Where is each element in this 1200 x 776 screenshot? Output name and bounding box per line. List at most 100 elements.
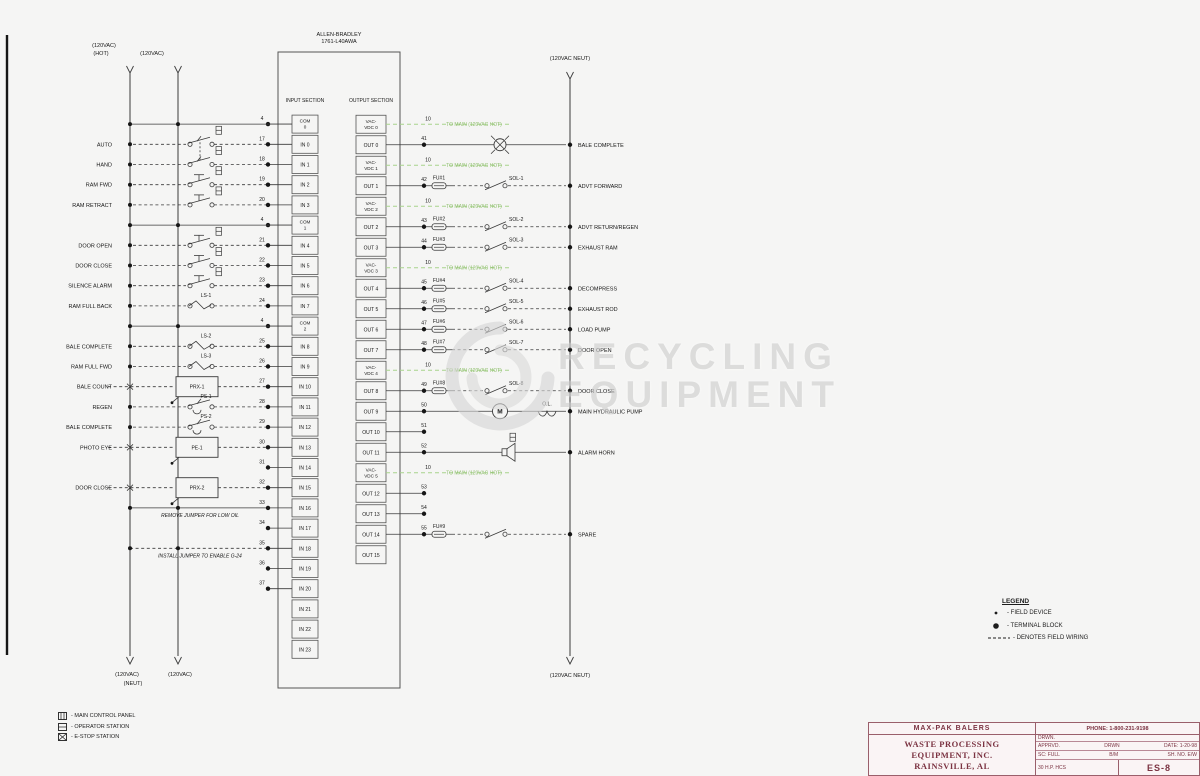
terminal-name: OUT 9: [364, 409, 379, 415]
contact-terminal: [209, 303, 215, 309]
field-legend: LEGEND - FIELD DEVICE - TERMINAL BLOCK -…: [988, 598, 1088, 647]
drawing-number: ES-8: [1118, 760, 1199, 775]
terminal-block-dot: [265, 586, 271, 591]
terminal-name: OUT 13: [362, 512, 380, 518]
input-label: DOOR CLOSE: [75, 486, 112, 492]
wire-number: 34: [259, 520, 265, 526]
location-item-operator-station: - OPERATOR STATION: [58, 722, 135, 731]
location-item-label: - MAIN CONTROL PANEL: [71, 713, 136, 719]
terminal-name: VAC-: [366, 365, 377, 370]
location-item-label: - OPERATOR STATION: [71, 723, 130, 730]
sensor-power-tap: [172, 456, 180, 463]
contact-terminal: [502, 388, 508, 394]
vac-supply-note: TO MAIN (120VAC HOT): [446, 204, 502, 210]
approved-label: APPRVD.: [1038, 743, 1060, 749]
output-label: SPARE: [578, 532, 597, 538]
contact-terminal: [209, 202, 215, 208]
wire-number: 33: [259, 500, 265, 506]
terminal-name: OUT 5: [364, 307, 379, 313]
crossing-mark: [126, 444, 134, 451]
wire-number: 49: [421, 382, 427, 388]
rail-label: (HOT): [93, 51, 108, 57]
rail-junction-dot: [128, 364, 132, 369]
phone-number: PHONE: 1-800-231-9198: [1036, 723, 1199, 735]
terminal-block-dot: [265, 566, 271, 571]
device-tag: PRX-1: [190, 385, 205, 391]
vac-supply-note: TO MAIN (120VAC HOT): [446, 368, 502, 374]
contact-terminal: [484, 244, 490, 250]
terminal-box: [291, 619, 319, 639]
terminal-block-dot: [265, 525, 271, 531]
terminal-block-dot: [421, 409, 427, 414]
terminal-block-dot: [421, 224, 427, 229]
bus-junction-dot: [567, 532, 573, 537]
rail-junction-dot: [128, 162, 132, 167]
legend-item-field-device: - FIELD DEVICE: [988, 609, 1088, 617]
fuse-tag: FU#8: [433, 380, 445, 386]
contact-terminal: [209, 343, 215, 349]
wire-number: 30: [259, 439, 265, 445]
wire-number: 31: [259, 460, 265, 466]
device-tag: LS-1: [201, 293, 212, 299]
terminal-name: IN 18: [299, 546, 311, 552]
terminal-block-dot: [421, 450, 427, 455]
contact-terminal: [484, 306, 490, 312]
input-section-label: INPUT SECTION: [286, 98, 325, 104]
terminal-name: OUT 4: [364, 286, 379, 292]
wire-number: 21: [259, 237, 265, 243]
terminal-box: [291, 599, 319, 619]
rail-junction-dot: [128, 324, 132, 329]
solenoid-icon: [484, 221, 507, 232]
limit-switch-icon: [188, 360, 212, 370]
terminal-name: IN 10: [299, 385, 311, 391]
device-tag: SOL-2: [509, 217, 524, 223]
vac-supply-note: TO MAIN (120VAC HOT): [446, 163, 502, 169]
sensor-power-tap: [172, 497, 180, 504]
location-item-estop-station: - E-STOP STATION: [58, 733, 135, 741]
operator-station-icon: [58, 722, 67, 731]
rail-junction-dot: [176, 505, 180, 510]
rail-junction-dot: [128, 404, 132, 409]
terminal-name: OUT 2: [364, 225, 379, 231]
output-label: ALARM HORN: [578, 450, 615, 456]
crossing-mark: [126, 484, 134, 491]
terminal-block-dot: [265, 364, 271, 369]
sensor-power-tap: [172, 396, 180, 403]
bus-junction-dot: [567, 450, 573, 455]
bus-junction-dot: [567, 327, 573, 332]
terminal-name: VDC 5: [364, 473, 378, 478]
bus-junction-dot: [567, 183, 573, 188]
terminal-block-dot: [265, 424, 271, 430]
input-label: BALE COMPLETE: [66, 425, 112, 431]
device-tag: SOL-4: [509, 278, 524, 284]
company-line1: WASTE PROCESSING: [904, 738, 1000, 749]
bus-junction-dot: [567, 347, 573, 352]
rail-junction-dot: [128, 344, 132, 349]
solenoid-icon: [484, 180, 507, 191]
terminal-name: VDC 1: [364, 166, 378, 171]
terminal-name: IN 0: [300, 142, 309, 148]
wire-number: 10: [425, 465, 431, 471]
wire-number: 10: [425, 157, 431, 163]
rail-label: (120VAC): [115, 672, 139, 678]
fuse-tag: FU#5: [433, 298, 445, 304]
output-label: LOAD PUMP: [578, 327, 611, 333]
main-control-panel-icon: [58, 712, 67, 720]
output-label: DOOR CLOSE: [578, 389, 615, 395]
fuse-tag: FU#7: [433, 339, 445, 345]
vac-supply-note: TO MAIN (120VAC HOT): [446, 471, 502, 477]
vac-supply-note: TO MAIN (120VAC HOT): [446, 122, 502, 128]
device-tag: SOL-3: [509, 237, 524, 243]
approved-row: APPRVD. DRWN DATE: 1-20-98: [1036, 742, 1199, 751]
terminal-block-dot: [265, 283, 271, 288]
terminal-block-dot: [265, 384, 271, 389]
field-device-dot: [170, 401, 174, 405]
wire-number: 55: [421, 525, 427, 531]
drawn2-label: DRWN: [1104, 743, 1120, 749]
rail-junction-dot: [128, 425, 132, 430]
wire-number: 10: [425, 198, 431, 204]
terminal-name: IN 5: [300, 264, 309, 270]
rail-junction-dot: [176, 324, 180, 329]
